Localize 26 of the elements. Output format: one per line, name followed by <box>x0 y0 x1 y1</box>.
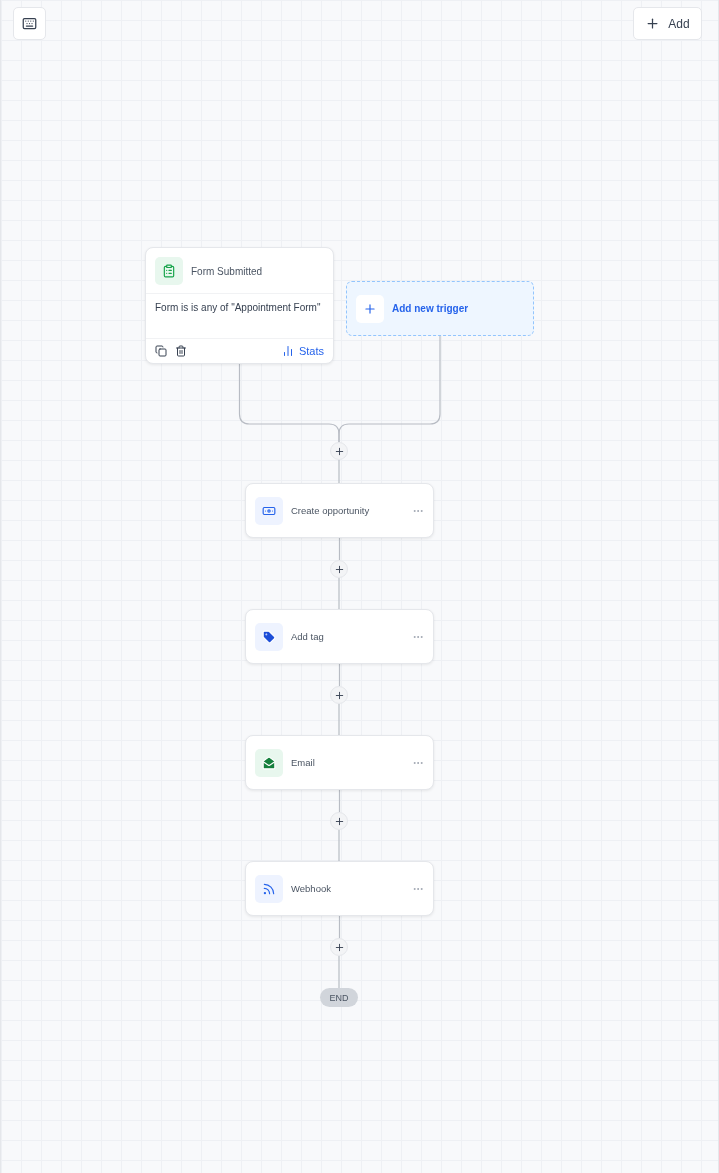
add-step-button <box>330 442 348 460</box>
add-step-button <box>330 812 348 830</box>
stats-link: Stats <box>281 345 324 357</box>
connector-line <box>338 663 341 687</box>
connector-line <box>338 335 441 443</box>
end-pill: END <box>320 988 358 1007</box>
add-button: Add <box>633 7 702 40</box>
action-label: Create opportunity <box>291 505 371 516</box>
connector-line <box>338 789 341 813</box>
connector-line <box>338 915 341 939</box>
trigger-title: Form Submitted <box>191 265 263 277</box>
add-step-button <box>330 938 348 956</box>
add-trigger-label: Add new trigger <box>392 303 469 314</box>
add-step-button <box>330 686 348 704</box>
action-card <box>245 609 434 664</box>
add-trigger-box <box>346 281 534 336</box>
action-card <box>245 735 434 790</box>
trigger-card <box>145 247 334 364</box>
action-label: Email <box>291 757 316 768</box>
action-label: Add tag <box>291 631 325 642</box>
action-card <box>245 483 434 538</box>
connector-line <box>338 537 341 561</box>
action-card <box>245 861 434 916</box>
action-label: Webhook <box>291 883 332 894</box>
trigger-condition: Form is is any of "Appointment Form" <box>154 301 322 315</box>
add-step-button <box>330 560 348 578</box>
